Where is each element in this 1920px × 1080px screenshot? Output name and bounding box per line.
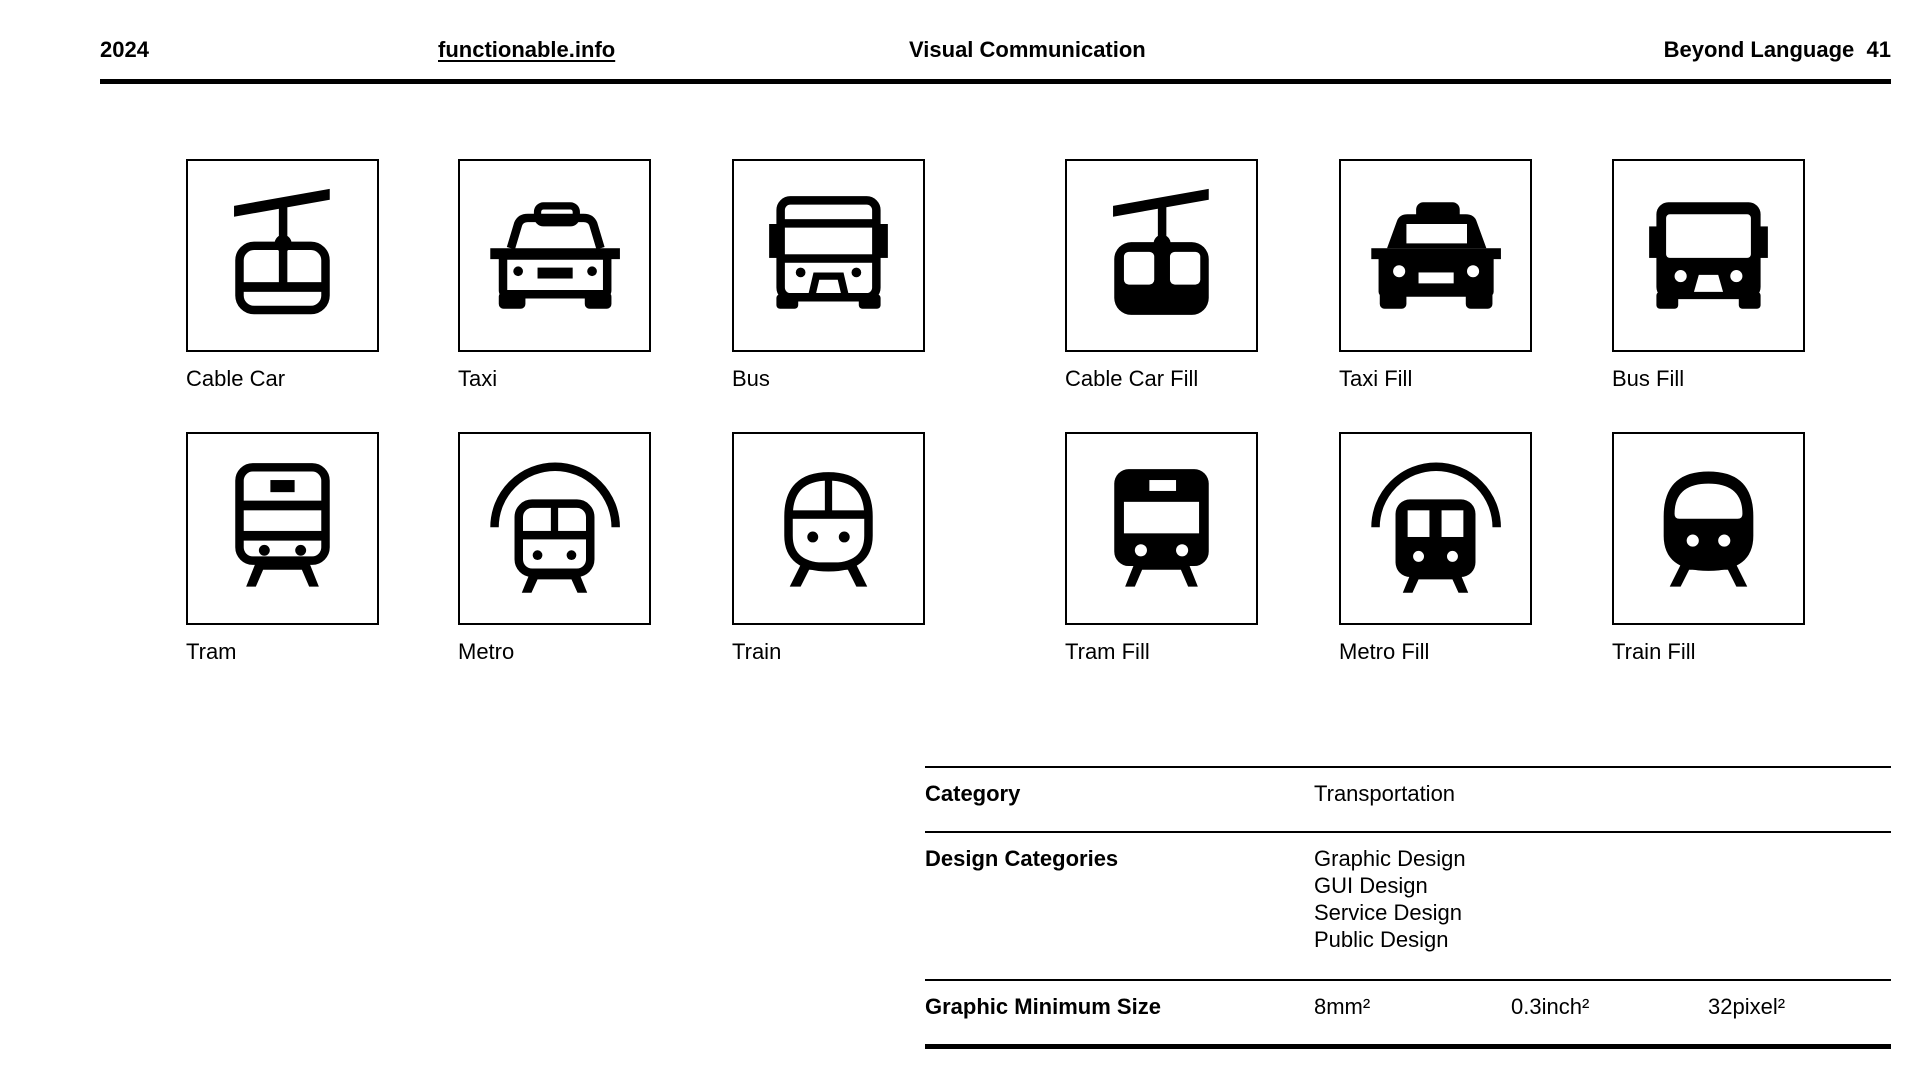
icon-label: Metro Fill xyxy=(1339,639,1430,664)
icon-card-bus: Bus xyxy=(732,159,925,392)
icon-label: Metro xyxy=(458,639,515,664)
icon-card-train: Train xyxy=(732,432,925,665)
icon-card-metro: Metro xyxy=(458,432,651,665)
tram-fill-icon xyxy=(1114,469,1209,587)
table-divider xyxy=(925,831,1891,833)
metro-icon xyxy=(490,462,620,593)
icon-label: Tram Fill xyxy=(1065,639,1150,664)
design-category: Service Design xyxy=(1314,900,1462,925)
chapter-title: Beyond Language 41 xyxy=(1664,37,1891,63)
design-category: GUI Design xyxy=(1314,873,1428,898)
icon-card-tram: Tram xyxy=(186,432,379,665)
design-category: Public Design xyxy=(1314,927,1449,952)
design-categories-label: Design Categories xyxy=(925,846,1119,871)
icon-card-metro-fill: Metro Fill xyxy=(1339,432,1532,665)
icon-label: Bus Fill xyxy=(1612,366,1685,391)
icon-label: Train Fill xyxy=(1612,639,1696,664)
icon-card-taxi-fill: Taxi Fill xyxy=(1339,159,1532,392)
size-pixel: 32pixel² xyxy=(1708,994,1786,1019)
page-number: 41 xyxy=(1866,37,1891,62)
icon-card-tram-fill: Tram Fill xyxy=(1065,432,1258,665)
taxi-icon xyxy=(490,202,620,309)
table-bottom-rule xyxy=(925,1044,1891,1049)
tram-icon xyxy=(235,463,330,587)
icon-card-cable-car: Cable Car xyxy=(186,159,379,392)
icon-label: Tram xyxy=(186,639,237,664)
icon-card-cable-car-fill: Cable Car Fill xyxy=(1065,159,1258,392)
icon-label: Cable Car xyxy=(186,366,286,391)
icon-label: Taxi xyxy=(458,366,498,391)
icon-label: Taxi Fill xyxy=(1339,366,1413,391)
chapter-name: Beyond Language xyxy=(1663,37,1855,62)
taxi-fill-icon xyxy=(1371,202,1501,309)
icon-card-bus-fill: Bus Fill xyxy=(1612,159,1805,392)
category-value: Transportation xyxy=(1314,781,1456,806)
size-mm: 8mm² xyxy=(1314,994,1371,1019)
table-divider xyxy=(925,766,1891,768)
category-label: Category xyxy=(925,781,1021,806)
icon-label: Bus xyxy=(732,366,770,391)
train-fill-icon xyxy=(1663,471,1754,587)
cable-car-fill-icon xyxy=(1113,188,1209,315)
design-category: Graphic Design xyxy=(1314,846,1466,871)
site-link[interactable]: functionable.info xyxy=(438,37,616,62)
bus-icon xyxy=(769,196,888,309)
icon-label: Train xyxy=(732,639,782,664)
train-icon xyxy=(784,472,873,587)
size-inch: 0.3inch² xyxy=(1511,994,1590,1019)
year: 2024 xyxy=(100,37,149,62)
icon-card-taxi: Taxi xyxy=(458,159,651,392)
minimum-size-label: Graphic Minimum Size xyxy=(925,994,1161,1019)
icon-label: Cable Car Fill xyxy=(1065,366,1199,391)
header-rule xyxy=(100,79,1891,84)
bus-fill-icon xyxy=(1649,202,1768,309)
cable-car-icon xyxy=(234,188,330,315)
section-title: Visual Communication xyxy=(909,37,1146,62)
table-divider xyxy=(925,979,1891,981)
metro-fill-icon xyxy=(1371,462,1501,593)
icon-card-train-fill: Train Fill xyxy=(1612,432,1805,665)
design-categories-list: Graphic Design GUI Design Service Design… xyxy=(1314,845,1466,953)
